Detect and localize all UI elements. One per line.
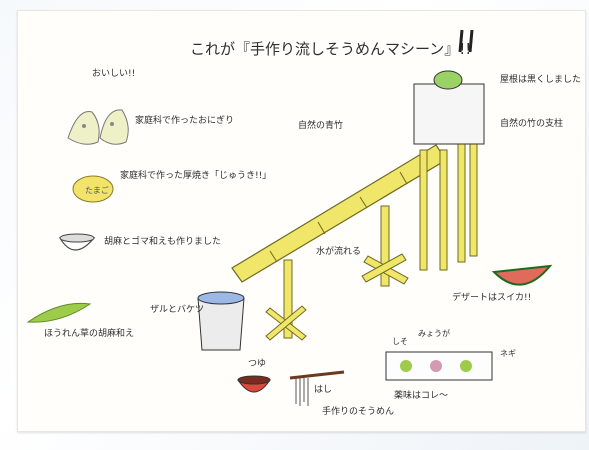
bucket-label: ザルとバケツ [150,304,204,315]
onigiri-illustration [67,109,129,145]
water-tank-illustration [413,70,485,145]
green-vegetable-illustration [26,302,92,323]
condiment-left-label: しそ [392,337,408,346]
chopsticks-illustration [289,370,345,406]
water-label: 水が流れる [316,245,361,257]
hashi-label: はし [314,384,332,395]
green-veg-label: ほうれん草の胡麻和え [44,327,134,339]
condiment-right-label: ネギ [500,349,516,358]
bowl-illustration [58,233,96,251]
watermelon-illustration [491,264,553,286]
somen-label: 手作りのそうめん [322,405,394,417]
condiment-caption: 薬味はコレ〜 [394,389,448,401]
bamboo-supports [265,135,478,341]
condiments-header: みょうが [418,328,450,338]
tamagoyaki-illustration: たまご [72,175,114,203]
svg-text:たまご: たまご [85,185,109,195]
tamagoyaki-label: 家庭科で作った厚焼き「じゅうき!!」 [120,169,271,181]
roof-label: 屋根は黒くしました [500,73,581,85]
onigiri-label: 家庭科で作ったおにぎり [135,114,234,126]
watermelon-label: デザートはスイカ!! [452,291,531,303]
bamboo-top-label: 自然の青竹 [298,119,343,131]
tsuyu-label: つゆ [248,358,266,369]
condiments-plate [385,351,493,381]
exclamation-marks [458,29,474,53]
onigiri-note: おいしい!! [92,68,135,79]
bamboo-slide [231,144,447,283]
title-text: これが『手作り流しそうめんマシーン』!! [190,40,471,58]
tsuyu-bowl-illustration [237,375,271,393]
bucket-illustration [197,291,245,351]
bamboo-legs-label: 自然の竹の支柱 [500,117,563,129]
goma-label: 胡麻とゴマ和えも作りました [104,235,221,247]
